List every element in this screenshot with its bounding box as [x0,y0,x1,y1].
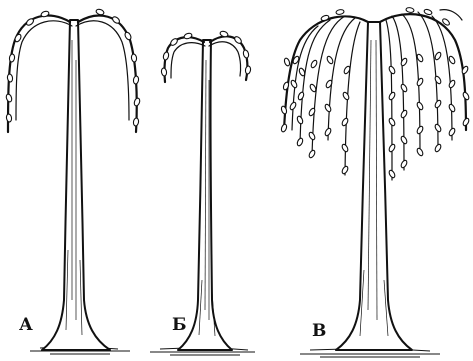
tree-a-label: А [19,315,33,335]
tree-b-label: Б [172,315,187,335]
tree-c-label: В [312,321,326,341]
tree-b: Б [150,30,255,355]
tree-a: А [5,8,140,354]
tree-c: В [280,7,470,357]
